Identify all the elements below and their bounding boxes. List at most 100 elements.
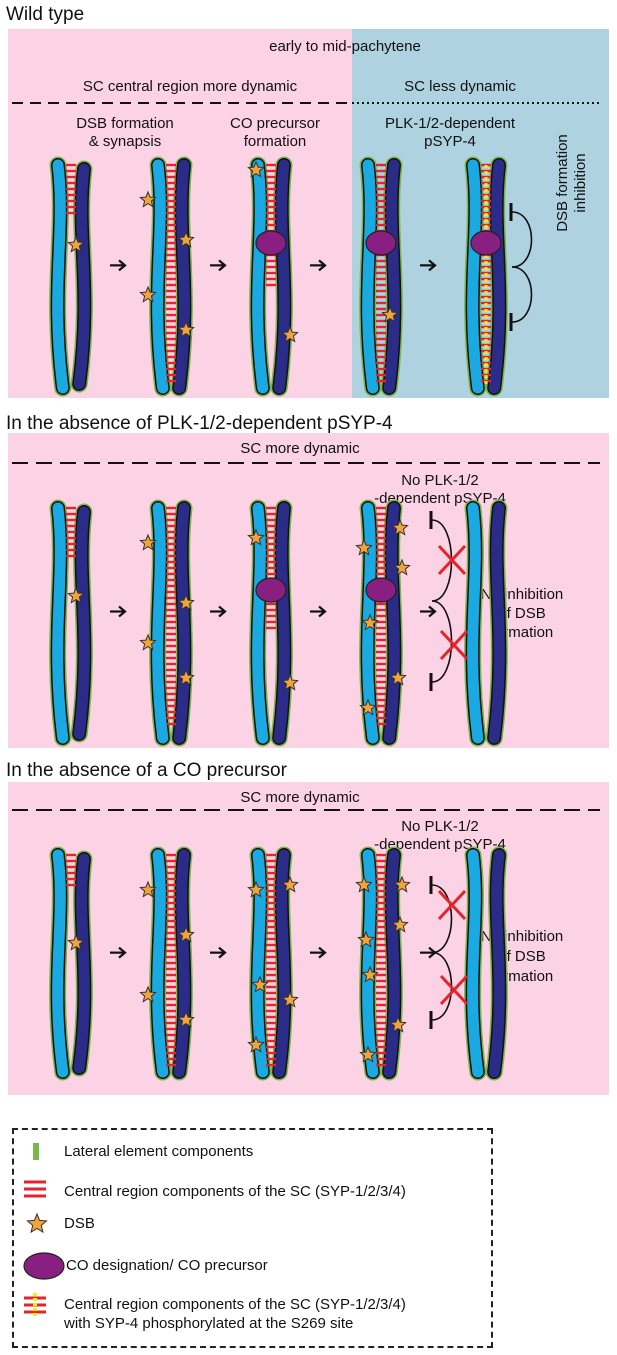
panel1-pair5-homolog-dark [488,159,505,394]
legend-phospho-line2: with SYP-4 phosphorylated at the S269 si… [64,1315,354,1332]
panel2-pair4-dsb-star-2 [391,518,409,536]
step1-label-line1: DSB formation [76,115,174,132]
panel1-pair2-homolog-dark [173,159,190,394]
panel2-pair1-homolog-light [52,502,69,744]
panel1-dynamic-label: SC central region more dynamic [82,78,298,95]
panel3-pair2-dsb-star-2 [177,925,195,943]
panel1-pair3-homolog-light [252,159,269,394]
panel2-dynamic-label: SC more dynamic [240,440,360,457]
legend-phospho-line1: Central region components of the SC (SYP… [64,1296,406,1313]
panel2-inhibition-arc-upper [431,519,453,602]
panel1-inhibition-arc-lower [511,266,533,323]
panel3-pair2-arrow-head [218,946,227,959]
panel1-pair3-co-precursor [255,230,287,256]
panel2-pair4-dsb-star-6 [359,698,377,716]
panel2-pair2-homolog-dark [173,502,190,744]
panel3-inhibition-arc-upper [431,884,453,954]
panel3-pair2-dsb-star-1 [139,880,157,898]
panel3-pair3-dsb-star-4 [281,990,299,1008]
panel2-pair3-arrow-head [318,605,327,618]
panel1-pair2-dsb-star-1 [139,190,157,208]
panel2-pair2-dsb-star-4 [177,668,195,686]
step3-label-line2: pSYP-4 [424,133,476,150]
panel1-pair4-co-precursor [365,230,397,256]
panel3-heading: In the absence of a CO precursor [6,760,287,781]
step2-label-line1: CO precursor [229,115,321,132]
panel3-pair4-dsb-star-5 [361,965,379,983]
panel3-red-x-lower-b [439,974,469,1006]
panel2-pair2-dsb-star-3 [139,633,157,651]
panel2-pair3-homolog-dark [273,502,290,744]
legend-lateral-label: Lateral element components [64,1143,254,1160]
panel1-pair3-dsb-star-2 [281,325,299,343]
panel2-pair5-homolog-light [467,502,484,744]
panel2-pair4-dsb-star-3 [393,558,411,576]
panel2-pair5-homolog-dark [488,502,505,744]
legend-lateral-icon [33,1143,39,1160]
panel2-pair2-homolog-light [152,502,169,744]
panel3-note-line1: No PLK-1/2 [401,818,479,835]
panel3-pair3-homolog-light [252,849,269,1078]
panel2-background [8,433,609,748]
panel3-red-x-upper-b [437,889,467,921]
panel3-pair1-homolog-light [52,849,69,1078]
panel2-pair3-homolog-light [252,502,269,744]
legend-co-label: CO designation/ CO precursor [66,1257,268,1274]
panel1-inhibition-arc-upper [511,211,533,268]
panel3-pair2-homolog-light [152,849,169,1078]
panel1-pair4-homolog-dark [383,159,400,394]
panel3-pair3-arrow-head [318,946,327,959]
panel3-pair3-homolog-dark [273,849,290,1078]
legend-central-label: Central region components of the SC (SYP… [64,1183,406,1200]
panel1-stage-label: early to mid-pachytene [269,38,421,55]
legend-box [12,1128,493,1348]
panel2-pair3-dsb-star-1 [247,528,265,546]
legend-dsb-label: DSB [64,1215,95,1232]
panel3-pair3-dsb-star-2 [281,875,299,893]
panel1-pair5-homolog-light [467,159,484,394]
panel2-pair4-arrow-head [428,605,437,618]
panel3-pair1-homolog-dark [73,853,90,1074]
panel1-pair2-dsb-star-4 [177,320,195,338]
panel1-pair2-arrow-head [218,259,227,272]
panel3-pair1-arrow-head [118,946,127,959]
step3-label-line1: PLK-1/2-dependent [384,115,516,132]
panel1-pair4-homolog-light [362,159,379,394]
panel3-background [8,782,609,1095]
panel3-pair4-dsb-star-6 [389,1015,407,1033]
panel3-dynamic-label: SC more dynamic [240,789,360,806]
panel1-pair2-dsb-star-2 [177,230,195,248]
panel2-pair3-co-precursor [255,577,287,603]
panel3-pair4-dsb-star-2 [393,875,411,893]
panel1-pair4-arrow-head [428,259,437,272]
panel3-pair3-dsb-star-5 [247,1035,265,1053]
panel3-pair4-homolog-light [362,849,379,1078]
panel1-pair1-dsb-star-1 [67,235,85,253]
panel2-pair4-dsb-star-5 [389,668,407,686]
panel3-pair5-homolog-dark [488,849,505,1078]
panel1-pair1-arrow-head [118,259,127,272]
panel3-pair2-dsb-star-4 [177,1010,195,1028]
panel1-pair1-homolog-dark [73,163,90,390]
panel2-pair3-dsb-star-2 [281,673,299,691]
panel2-pair2-dsb-star-2 [177,593,195,611]
panel1-pair2-homolog-light [152,159,169,394]
panel1-less-dynamic-label: SC less dynamic [404,78,516,95]
panel2-pair4-dsb-star-1 [355,538,373,556]
panel3-no-inhibition-line2: of DSB [498,948,546,965]
panel3-pair2-homolog-dark [173,849,190,1078]
panel2-pair4-homolog-dark [383,502,400,744]
panel1-heading: Wild type [6,4,85,25]
panel2-inhibition-arc-lower [431,600,453,683]
panel3-pair4-homolog-dark [383,849,400,1078]
panel3-pair3-dsb-star-1 [247,880,265,898]
step1-label-line2: & synapsis [88,133,162,150]
panel3-pair4-dsb-star-1 [355,875,373,893]
panel2-pair4-co-precursor [365,577,397,603]
panel1-pair2-dsb-star-3 [139,285,157,303]
panel1-pair5-co-precursor [470,230,502,256]
panel1-pair4-dsb-star-1 [381,305,399,323]
panel2-note-line1: No PLK-1/2 [401,472,479,489]
panel2-pair4-homolog-light [362,502,379,744]
